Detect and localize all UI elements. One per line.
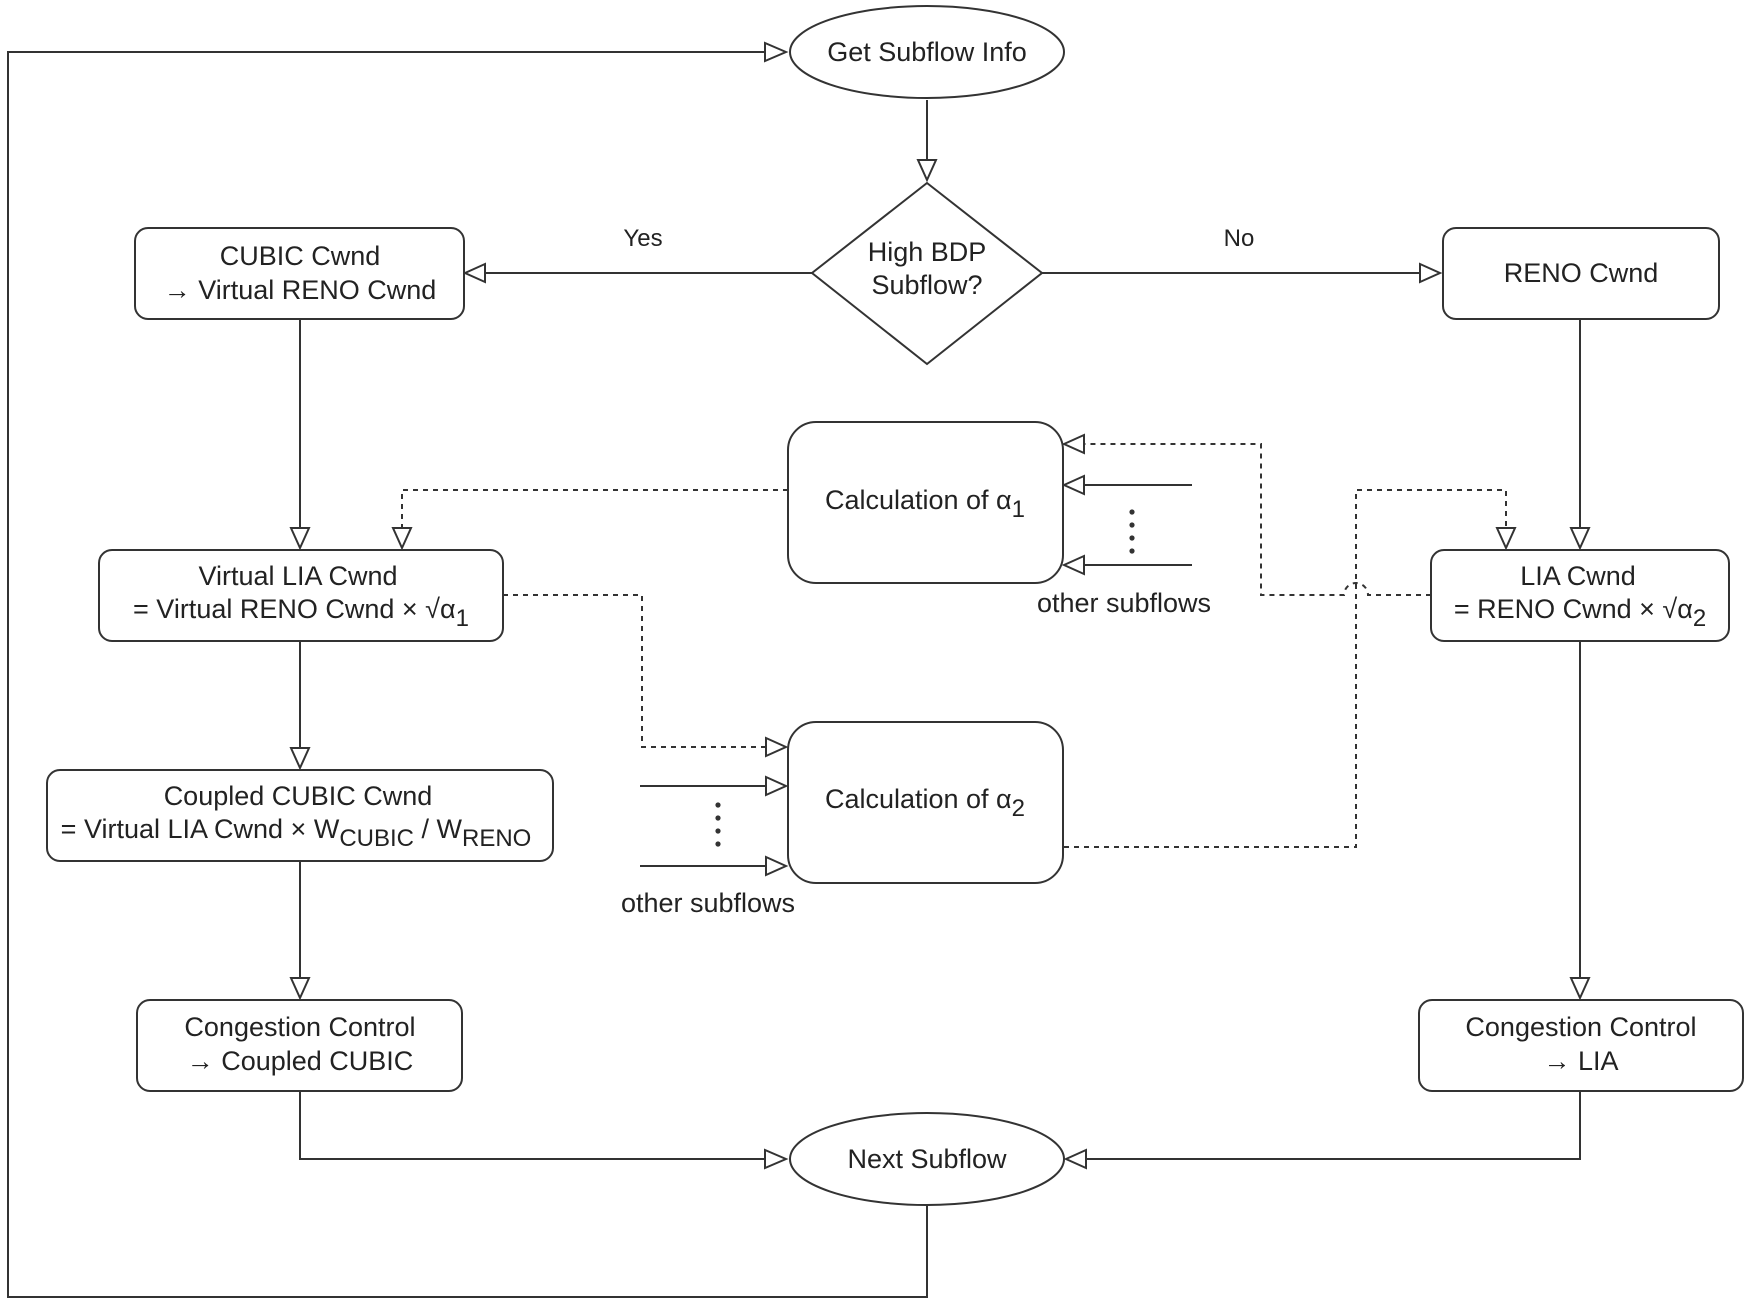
coupled-node: Coupled CUBIC Cwnd = Virtual LIA Cwnd × …	[46, 769, 554, 862]
arrowhead-loop	[764, 41, 789, 63]
arrowhead-vlia-dashed	[391, 527, 413, 551]
cubic-label-line2: → Virtual RENO Cwnd	[164, 275, 437, 305]
vlia-shape	[98, 549, 504, 642]
alpha2-node: Calculation of α2	[787, 721, 1064, 884]
next-shape	[789, 1112, 1065, 1206]
lia-label-line1: LIA Cwnd	[1520, 561, 1636, 591]
lia-shape	[1430, 549, 1730, 642]
cc-left-to-next-connector	[299, 1091, 765, 1160]
alpha1-shape	[787, 421, 1064, 584]
start-node: Get Subflow Info	[789, 5, 1065, 99]
ellipsis-dot	[1129, 548, 1135, 554]
vlia-label-line1: Virtual LIA Cwnd	[198, 561, 397, 591]
reno-label: RENO Cwnd	[1504, 258, 1659, 288]
decision-label-line2: Subflow?	[871, 270, 982, 300]
alpha2-label: Calculation of α2	[825, 784, 1025, 822]
lia-node: LIA Cwnd = RENO Cwnd × √α2	[1430, 549, 1730, 642]
alpha1-subscript: 1	[1012, 496, 1025, 523]
ellipsis-dot	[715, 841, 721, 847]
lia-label-line2: = RENO Cwnd × √α2	[1454, 594, 1706, 632]
reno-shape	[1442, 227, 1720, 320]
arrowheads	[289, 41, 1591, 1170]
vlia-node: Virtual LIA Cwnd = Virtual RENO Cwnd × √…	[98, 549, 504, 642]
alpha2-text: Calculation of α	[825, 784, 1012, 814]
ellipsis-dots-alpha2	[715, 802, 721, 847]
ellipsis-dot	[1129, 522, 1135, 528]
reno-node: RENO Cwnd	[1442, 227, 1720, 320]
lia-subscript: 2	[1693, 605, 1706, 632]
other-subflows-label-bottom: other subflows	[621, 888, 795, 918]
cc-left-shape	[136, 999, 463, 1092]
cc-right-label-line2: → LIA	[1543, 1046, 1618, 1076]
arrowhead-lia	[1569, 527, 1591, 551]
lia-to-alpha1-dashed	[1084, 443, 1431, 596]
coupled-subscript-a: CUBIC	[339, 825, 414, 852]
coupled-shape	[46, 769, 554, 862]
lia-line2-text: = RENO Cwnd × √α	[1454, 594, 1693, 624]
arrowhead-alpha1-input-1	[1061, 474, 1085, 496]
ellipsis-dot	[1129, 509, 1135, 515]
arrowhead-coupled	[289, 747, 311, 771]
arrowhead-alpha1-dashed	[1061, 433, 1085, 455]
arrowhead-alpha2-input-2	[765, 855, 789, 877]
vlia-line2-text: = Virtual RENO Cwnd × √α	[133, 594, 456, 624]
alpha2-shape	[787, 721, 1064, 884]
arrowhead-cubic	[462, 262, 486, 284]
arrowhead-alpha2-dashed	[765, 736, 789, 758]
alpha1-node: Calculation of α1	[787, 421, 1064, 584]
cc-right-shape	[1418, 999, 1744, 1092]
alpha2-subscript: 2	[1012, 795, 1025, 822]
next-node: Next Subflow	[789, 1112, 1065, 1206]
cc-right-to-next-connector	[1086, 1091, 1581, 1160]
start-label: Get Subflow Info	[827, 37, 1027, 67]
cc-left-label-line2: → Coupled CUBIC	[187, 1046, 414, 1076]
cc-right-node: Congestion Control → LIA	[1418, 999, 1744, 1092]
arrowhead-next-left	[764, 1148, 789, 1170]
ellipsis-dot	[715, 802, 721, 808]
coupled-label-line2: = Virtual LIA Cwnd × WCUBIC / WRENO	[61, 814, 532, 852]
connectors	[7, 51, 1581, 1298]
alpha1-text: Calculation of α	[825, 485, 1012, 515]
cubic-node: CUBIC Cwnd → Virtual RENO Cwnd	[134, 227, 465, 320]
coupled-line2-text-b: / W	[414, 814, 463, 844]
decision-node: High BDP Subflow?	[810, 181, 1044, 366]
vlia-label-line2: = Virtual RENO Cwnd × √α1	[133, 594, 469, 632]
ellipsis-dot	[715, 815, 721, 821]
arrowhead-reno	[1419, 262, 1443, 284]
vlia-to-alpha2-dashed	[503, 594, 765, 748]
alpha1-to-vlia-dashed	[401, 489, 788, 528]
cubic-shape	[134, 227, 465, 320]
decision-shape	[810, 181, 1044, 366]
ellipsis-dots-alpha1	[1129, 509, 1135, 554]
arrowhead-cc-left	[289, 977, 311, 1001]
vlia-subscript: 1	[456, 605, 469, 632]
coupled-line2-text-a: = Virtual LIA Cwnd × W	[61, 814, 340, 844]
arrowhead-lia-dashed	[1495, 527, 1517, 551]
cc-left-label-line1: Congestion Control	[184, 1012, 415, 1042]
alpha2-to-lia-dashed	[1064, 489, 1507, 848]
arrowhead-next-right	[1063, 1148, 1087, 1170]
arrowhead-decision	[916, 159, 938, 183]
next-label: Next Subflow	[847, 1144, 1007, 1174]
arrowhead-cc-right	[1569, 977, 1591, 1001]
cc-left-node: Congestion Control → Coupled CUBIC	[136, 999, 463, 1092]
coupled-subscript-b: RENO	[462, 825, 531, 852]
ellipsis-dot	[1129, 535, 1135, 541]
alpha1-label: Calculation of α1	[825, 485, 1025, 523]
arrowhead-vlia	[289, 527, 311, 551]
cubic-label-line1: CUBIC Cwnd	[220, 241, 381, 271]
other-subflows-label-top: other subflows	[1037, 588, 1211, 618]
arrowhead-alpha2-input-1	[765, 775, 789, 797]
ellipsis-dot	[715, 828, 721, 834]
cc-right-label-line1: Congestion Control	[1465, 1012, 1696, 1042]
yes-label: Yes	[623, 225, 662, 252]
loop-back-connector	[7, 51, 928, 1298]
no-label: No	[1224, 225, 1255, 252]
coupled-label-line1: Coupled CUBIC Cwnd	[164, 781, 433, 811]
decision-label-line1: High BDP	[868, 237, 987, 267]
arrowhead-alpha1-input-2	[1061, 554, 1085, 576]
start-shape	[789, 5, 1065, 99]
